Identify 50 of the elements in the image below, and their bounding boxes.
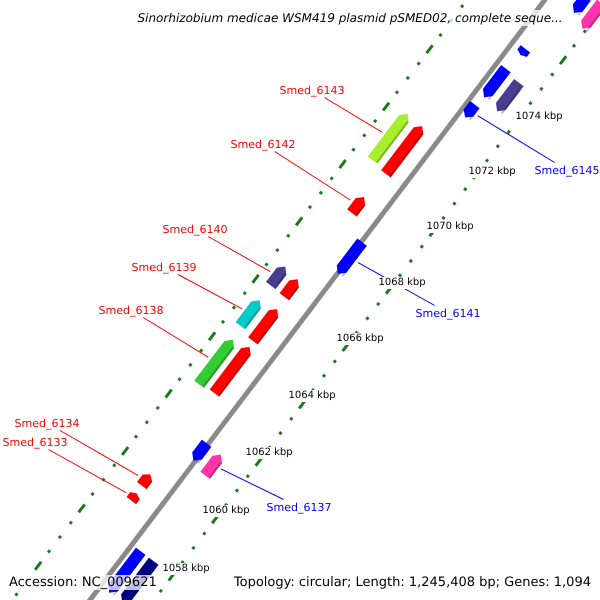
gene-feature-block xyxy=(368,114,409,164)
title: Sinorhizobium medicae WSM419 plasmid pSMED02, complete seque... xyxy=(138,10,563,26)
gene-feature-block xyxy=(581,0,600,32)
gene-label: Smed_6134 xyxy=(14,416,80,430)
gene-feature-block xyxy=(126,492,140,504)
scale-label: 1072 kbp xyxy=(468,166,517,178)
gene-feature-block xyxy=(236,300,261,330)
gene-feature-block xyxy=(464,101,480,120)
gene-feature-block xyxy=(210,346,251,397)
scale-label: 1064 kbp xyxy=(288,390,337,402)
gene-label: Smed_6142 xyxy=(230,138,296,150)
gene-feature-block xyxy=(572,0,591,16)
leader-line xyxy=(48,449,127,494)
scale-label: 1058 kbp xyxy=(162,563,211,575)
leader-line xyxy=(60,430,139,476)
gene-label: Smed_6139 xyxy=(132,260,196,274)
gene-feature-block xyxy=(200,454,222,479)
gene-feature-block xyxy=(248,309,278,345)
leader-line xyxy=(220,468,284,500)
leader-line xyxy=(142,317,209,358)
gene-feature-block xyxy=(192,440,212,464)
gene-feature-block xyxy=(280,279,299,300)
scale-label: 1066 kbp xyxy=(336,333,385,345)
gene-label: Smed_6143 xyxy=(280,84,344,96)
gene-label: Smed_6138 xyxy=(98,304,164,316)
scale-label: 1068 kbp xyxy=(378,277,427,289)
gene-feature-block xyxy=(482,65,511,100)
leader-line xyxy=(178,274,243,310)
leader-line xyxy=(208,236,271,272)
gene-feature-block xyxy=(381,126,424,178)
gene-label: Smed_6141 xyxy=(416,306,480,320)
gene-feature-block xyxy=(347,197,366,217)
gene-label: Smed_6137 xyxy=(266,500,332,514)
scale-label: 1060 kbp xyxy=(202,505,251,517)
gene-feature-block xyxy=(517,45,530,58)
gene-feature-block xyxy=(336,238,367,277)
leader-line xyxy=(274,151,351,201)
scale-label: 1070 kbp xyxy=(426,221,475,233)
gene-feature-block xyxy=(137,474,152,490)
gene-feature-block xyxy=(266,266,286,290)
leader-line xyxy=(477,115,556,163)
footer-text: Topology: circular; Length: 1,245,408 bp; Genes: 1,094 xyxy=(234,575,591,590)
gene-label: Smed_6145 xyxy=(534,164,600,176)
gene-label: Smed_6140 xyxy=(162,222,228,236)
gene-feature-block xyxy=(194,340,234,388)
gene-label: Smed_6133 xyxy=(2,436,68,448)
leader-line xyxy=(324,97,383,133)
scale-label: 1074 kbp xyxy=(514,111,564,123)
footer-text: Accession: NC_009621 xyxy=(9,575,157,590)
scale-label: 1062 kbp xyxy=(244,447,294,459)
